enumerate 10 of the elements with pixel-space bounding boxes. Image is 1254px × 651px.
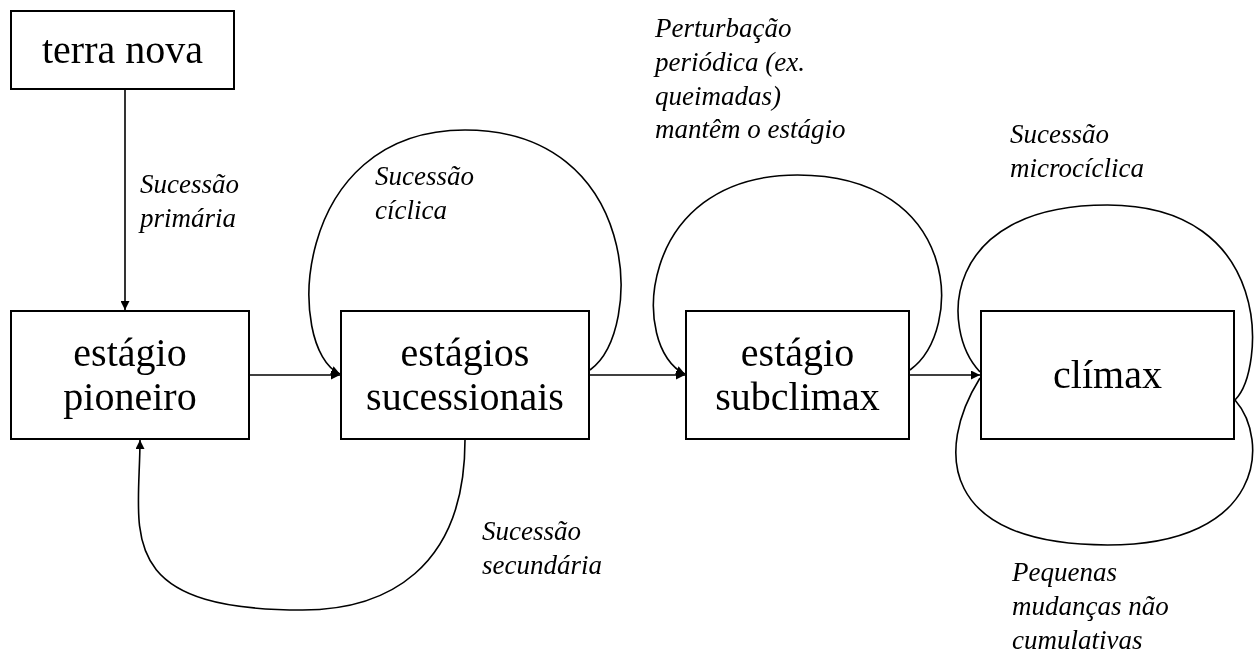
stage-box: terra nova <box>10 10 235 90</box>
arrow <box>909 370 981 380</box>
arrow <box>135 439 466 611</box>
arrow <box>120 89 130 311</box>
stage-box: estágio subclimax <box>685 310 910 440</box>
stage-box: estágios sucessionais <box>340 310 590 440</box>
stage-box: clímax <box>980 310 1235 440</box>
stage-box: estágio pioneiro <box>10 310 250 440</box>
arrow <box>308 129 622 375</box>
arrow <box>652 174 943 375</box>
